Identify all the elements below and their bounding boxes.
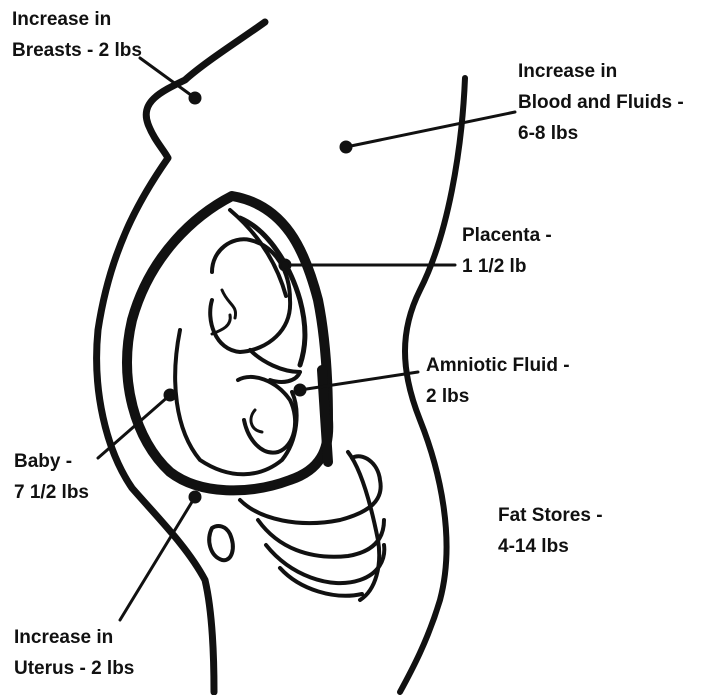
dot-placenta xyxy=(280,260,290,270)
baby-foot xyxy=(251,410,262,432)
label-placenta-line1: Placenta - xyxy=(462,220,552,251)
dot-uterus xyxy=(190,492,200,502)
label-breasts-line2: Breasts - 2 lbs xyxy=(12,35,142,66)
baby-knee xyxy=(238,377,295,453)
baby-ear xyxy=(212,290,236,334)
cervix-plug xyxy=(322,370,328,462)
dot-breasts xyxy=(190,93,200,103)
body-front-outline xyxy=(97,22,265,692)
label-breasts: Increase in Breasts - 2 lbs xyxy=(12,4,142,66)
label-blood: Increase in Blood and Fluids - 6-8 lbs xyxy=(518,56,684,149)
dot-blood xyxy=(341,142,351,152)
label-fat: Fat Stores - 4-14 lbs xyxy=(498,500,603,562)
dot-baby xyxy=(165,390,175,400)
label-baby-line2: 7 1/2 lbs xyxy=(14,477,89,508)
label-amniotic-line1: Amniotic Fluid - xyxy=(426,350,570,381)
label-placenta: Placenta - 1 1/2 lb xyxy=(462,220,552,282)
label-fat-line2: 4-14 lbs xyxy=(498,531,603,562)
label-uterus: Increase in Uterus - 2 lbs xyxy=(14,622,134,684)
label-blood-line1: Increase in xyxy=(518,56,684,87)
label-fat-line1: Fat Stores - xyxy=(498,500,603,531)
pelvic-fold-1 xyxy=(258,520,384,557)
label-breasts-line1: Increase in xyxy=(12,4,142,35)
label-baby-line1: Baby - xyxy=(14,446,89,477)
label-amniotic-line2: 2 lbs xyxy=(426,381,570,412)
baby-head xyxy=(210,239,290,352)
label-placenta-line2: 1 1/2 lb xyxy=(462,251,552,282)
label-blood-line3: 6-8 lbs xyxy=(518,118,684,149)
leader-blood xyxy=(346,112,515,147)
label-blood-line2: Blood and Fluids - xyxy=(518,87,684,118)
label-uterus-line1: Increase in xyxy=(14,622,134,653)
label-uterus-line2: Uterus - 2 lbs xyxy=(14,653,134,684)
dot-amniotic xyxy=(295,385,305,395)
label-baby: Baby - 7 1/2 lbs xyxy=(14,446,89,508)
small-organ xyxy=(209,526,233,560)
label-amniotic: Amniotic Fluid - 2 lbs xyxy=(426,350,570,412)
uterus-wall xyxy=(127,196,328,490)
